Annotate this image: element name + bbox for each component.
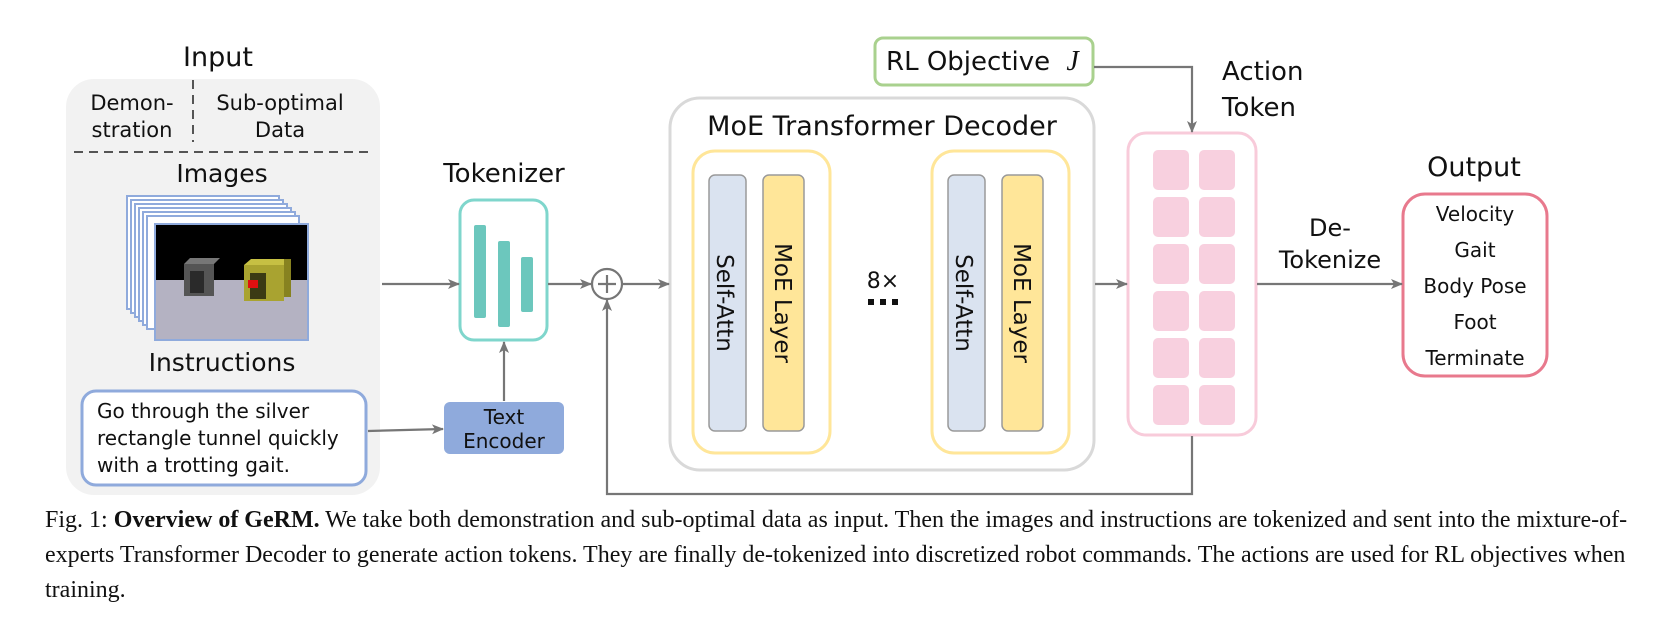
action-token-label-line1: Action	[1222, 57, 1303, 87]
action-token-cell	[1153, 244, 1189, 284]
repeat-count: 8×	[867, 269, 899, 294]
output-item-gait: Gait	[1454, 238, 1495, 262]
output-box	[1401, 192, 1549, 378]
instructions-label: Instructions	[149, 348, 296, 377]
diagram-canvas: Input Demon- stration Sub-optimal Data I…	[66, 36, 1549, 496]
tokenizer-label: Tokenizer	[442, 159, 565, 189]
action-token-cell	[1199, 385, 1235, 425]
moe-layer-2	[1001, 174, 1044, 432]
output-item-body-pose: Body Pose	[1423, 274, 1526, 298]
output-title: Output	[1427, 152, 1521, 183]
action-token-label-line2: Token	[1221, 93, 1296, 123]
action-token-cell	[1153, 338, 1189, 378]
output-item-foot: Foot	[1453, 310, 1496, 334]
caption-prefix: Fig. 1:	[45, 507, 114, 533]
action-token-cell	[1153, 291, 1189, 331]
self-attn-label-2: Self-Attn	[950, 254, 976, 352]
tokenizer-bar-2	[498, 241, 510, 327]
text-encoder-box	[444, 402, 564, 454]
rl-objective-label: RL Objective J	[886, 46, 1080, 77]
ellipsis-dots	[868, 299, 898, 305]
output: Output Velocity Gait Body Pose Foot Term…	[1401, 152, 1549, 378]
text-encoder-line2: Encoder	[463, 429, 546, 453]
arrow-instruction-to-encoder	[367, 424, 444, 435]
tokenizer: Tokenizer	[442, 159, 565, 342]
action-token-cell	[1199, 150, 1235, 190]
figure-caption: Fig. 1: Overview of GeRM. We take both d…	[45, 503, 1645, 608]
decoder-title: MoE Transformer Decoder	[707, 111, 1058, 142]
moe-transformer-decoder: MoE Transformer Decoder Self-Attn MoE La…	[668, 96, 1096, 472]
rl-objective-box	[873, 36, 1095, 87]
demonstration-label-line2: stration	[92, 118, 173, 142]
moe-layer-1	[762, 174, 805, 432]
instruction-text-line2: rectangle tunnel quickly	[97, 426, 339, 450]
action-token-cell	[1199, 291, 1235, 331]
output-item-velocity: Velocity	[1436, 202, 1515, 226]
suboptimal-label-line2: Data	[255, 118, 305, 142]
action-token-cells	[1153, 150, 1235, 425]
suboptimal-label-line1: Sub-optimal	[216, 91, 343, 115]
demonstration-label-line1: Demon-	[90, 91, 173, 115]
action-token-cell	[1153, 150, 1189, 190]
action-token-cell	[1199, 244, 1235, 284]
instruction-text-line3: with a trotting gait.	[97, 453, 290, 477]
moe-layer-label-2: MoE Layer	[1008, 243, 1034, 363]
output-item-terminate: Terminate	[1424, 346, 1524, 370]
scene-image	[154, 223, 309, 341]
action-token-cell	[1153, 197, 1189, 237]
action-token-container	[1126, 131, 1258, 437]
text-encoder: Text Encoder	[444, 402, 564, 454]
instruction-box	[80, 389, 368, 487]
self-attn-layer-2	[947, 174, 986, 432]
arrow-rl-to-token	[1094, 65, 1197, 133]
self-attn-label-1: Self-Attn	[711, 254, 737, 352]
action-token: Action Token	[1126, 57, 1303, 437]
moe-layer-label-1: MoE Layer	[769, 243, 795, 363]
self-attn-layer-1	[708, 174, 747, 432]
input-title: Input	[183, 42, 253, 73]
connectors	[367, 65, 1403, 496]
input-panel: Input Demon- stration Sub-optimal Data I…	[66, 42, 380, 495]
caption-bold-title: Overview of GeRM.	[113, 507, 320, 533]
action-token-cell	[1199, 338, 1235, 378]
arrow-feedback-loop	[602, 299, 1194, 496]
caption-body: We take both demonstration and sub-optim…	[45, 507, 1628, 603]
text-encoder-line1: Text	[483, 405, 525, 429]
images-label: Images	[176, 159, 267, 188]
action-token-cell	[1153, 385, 1189, 425]
tokenizer-bar-1	[474, 225, 486, 318]
instruction-text-line1: Go through the silver	[97, 399, 310, 423]
tokenizer-bar-3	[521, 257, 533, 312]
detokenize-label-line1: De-	[1309, 214, 1351, 242]
image-stack	[126, 195, 309, 341]
rl-objective: RL Objective J	[873, 36, 1095, 87]
detokenize-label-line2: Tokenize	[1278, 246, 1381, 274]
action-token-cell	[1199, 197, 1235, 237]
